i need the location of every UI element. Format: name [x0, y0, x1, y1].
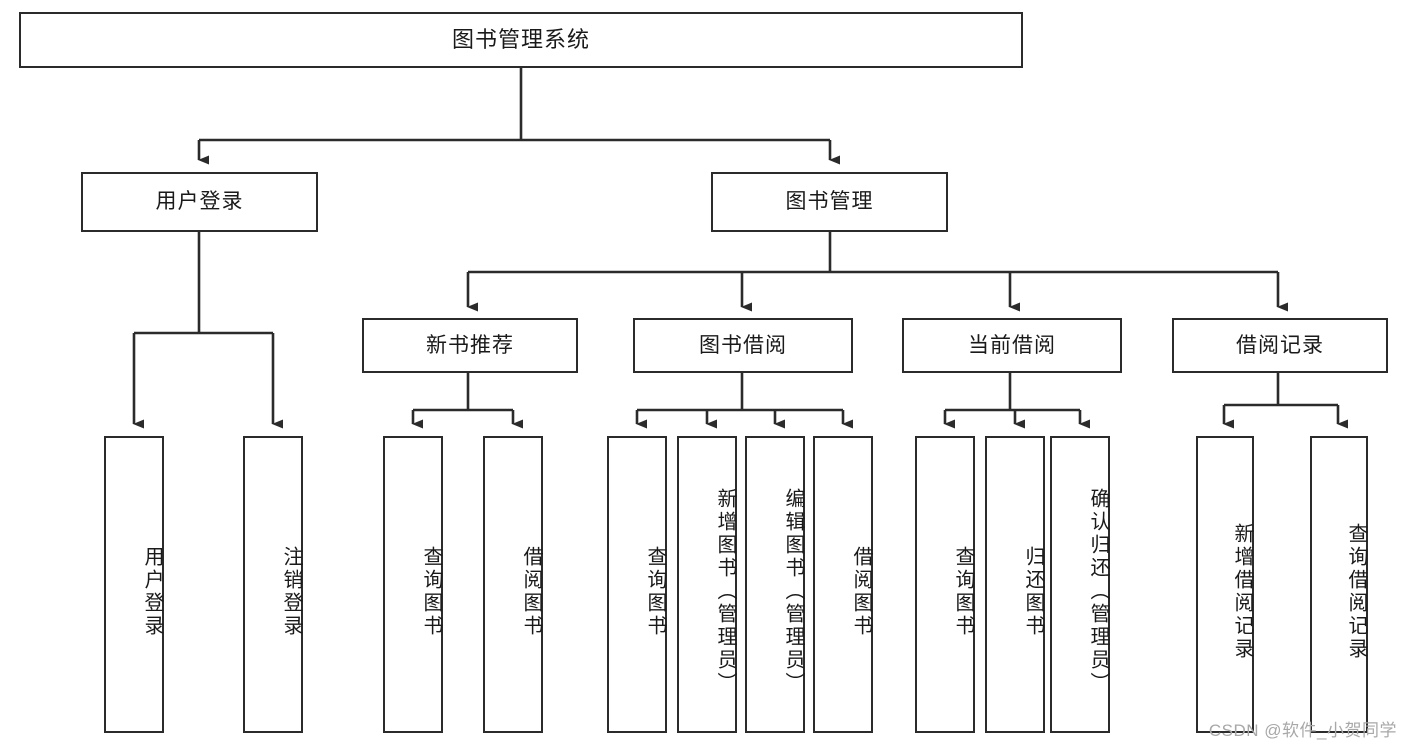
leaf-user-login[interactable]: 用户登录: [104, 436, 164, 733]
leaf-confirm-return-label: 确认归还（管理员）: [1087, 488, 1109, 695]
node-book-borrow[interactable]: 图书借阅: [633, 318, 853, 373]
leaf-return-book-label: 归还图书: [1022, 545, 1044, 638]
node-book-manage[interactable]: 图书管理: [711, 172, 948, 232]
leaf-add-record[interactable]: 新增借阅记录: [1196, 436, 1254, 733]
node-borrow-record[interactable]: 借阅记录: [1172, 318, 1388, 373]
leaf-query-book-2-label: 查询图书: [644, 545, 666, 638]
node-new-book-recommend[interactable]: 新书推荐: [362, 318, 578, 373]
node-new-book-recommend-label: 新书推荐: [426, 333, 514, 357]
leaf-add-book-label: 新增图书（管理员）: [714, 488, 736, 695]
node-borrow-record-label: 借阅记录: [1236, 333, 1324, 357]
leaf-confirm-return[interactable]: 确认归还（管理员）: [1050, 436, 1110, 733]
node-user-login-label: 用户登录: [155, 190, 244, 214]
leaf-query-book-3-label: 查询图书: [952, 545, 974, 638]
csdn-watermark: CSDN @软件_小贺同学: [1208, 721, 1397, 740]
node-root[interactable]: 图书管理系统: [19, 12, 1023, 68]
node-user-login[interactable]: 用户登录: [81, 172, 318, 232]
leaf-logout[interactable]: 注销登录: [243, 436, 303, 733]
leaf-borrow-book-1[interactable]: 借阅图书: [483, 436, 543, 733]
leaf-query-record[interactable]: 查询借阅记录: [1310, 436, 1368, 733]
leaf-borrow-book-2-label: 借阅图书: [850, 545, 872, 638]
leaf-edit-book-label: 编辑图书（管理员）: [782, 488, 804, 695]
node-book-manage-label: 图书管理: [785, 190, 874, 214]
leaf-borrow-book-1-label: 借阅图书: [520, 545, 542, 638]
leaf-edit-book[interactable]: 编辑图书（管理员）: [745, 436, 805, 733]
leaf-query-book-1[interactable]: 查询图书: [383, 436, 443, 733]
leaf-return-book[interactable]: 归还图书: [985, 436, 1045, 733]
leaf-query-book-1-label: 查询图书: [420, 545, 442, 638]
leaf-query-book-3[interactable]: 查询图书: [915, 436, 975, 733]
leaf-add-book[interactable]: 新增图书（管理员）: [677, 436, 737, 733]
node-current-borrow-label: 当前借阅: [968, 333, 1056, 357]
leaf-add-record-label: 新增借阅记录: [1231, 522, 1253, 661]
leaf-borrow-book-2[interactable]: 借阅图书: [813, 436, 873, 733]
node-current-borrow[interactable]: 当前借阅: [902, 318, 1122, 373]
leaf-query-book-2[interactable]: 查询图书: [607, 436, 667, 733]
node-book-borrow-label: 图书借阅: [699, 333, 787, 357]
leaf-user-login-label: 用户登录: [141, 545, 163, 638]
leaf-query-record-label: 查询借阅记录: [1345, 522, 1367, 661]
node-root-label: 图书管理系统: [451, 26, 590, 52]
leaf-logout-label: 注销登录: [280, 545, 302, 638]
